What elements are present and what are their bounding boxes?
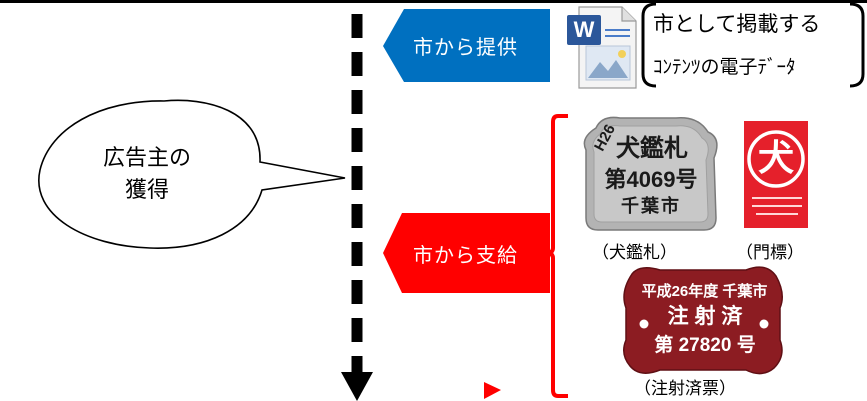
injection-tag-line-1: 平成26年度 千葉市 <box>641 283 768 300</box>
door-sign-caption: （門標） <box>736 243 804 263</box>
word-document-icon <box>567 6 637 89</box>
content-box-line-1: 市として掲載する <box>653 12 821 36</box>
top-border-line <box>0 0 867 3</box>
word-icon-letter: W <box>573 17 595 42</box>
provide-label: 市から提供 <box>413 35 518 59</box>
dog-tag-caption: （犬鑑札） <box>592 243 677 263</box>
dog-tag-city: 千葉市 <box>621 196 681 216</box>
door-sign-glyph: 犬 <box>757 138 794 179</box>
timeline-arrowhead <box>341 372 373 401</box>
content-box-line-2: ｺﾝﾃﾝﾂの電子ﾃﾞｰﾀ <box>653 56 796 78</box>
dog-tag-title: 犬鑑札 <box>616 135 688 162</box>
bubble-line-2: 獲得 <box>124 178 169 203</box>
door-sign-image <box>744 121 808 228</box>
speech-bubble <box>38 99 346 249</box>
bubble-line-1: 広告主の <box>102 146 191 171</box>
injection-tag-line-3: 第 27820 号 <box>654 335 756 356</box>
content-box-right-paren <box>849 2 865 88</box>
content-box-left-paren <box>641 2 657 88</box>
red-bracket <box>545 114 568 398</box>
supply-label: 市から支給 <box>413 243 518 267</box>
bubble-text: 広告主の 獲得 <box>72 143 222 207</box>
injection-tag-line-2: 注 射 済 <box>667 305 743 328</box>
injection-tag-image <box>623 266 783 375</box>
dog-tag-number: 第4069号 <box>604 167 698 192</box>
small-red-triangle <box>484 382 501 399</box>
provide-arrow <box>383 9 550 82</box>
supply-arrow <box>383 213 550 293</box>
injection-tag-caption: （注射済票） <box>634 379 736 399</box>
dog-license-tag-image <box>583 116 718 231</box>
